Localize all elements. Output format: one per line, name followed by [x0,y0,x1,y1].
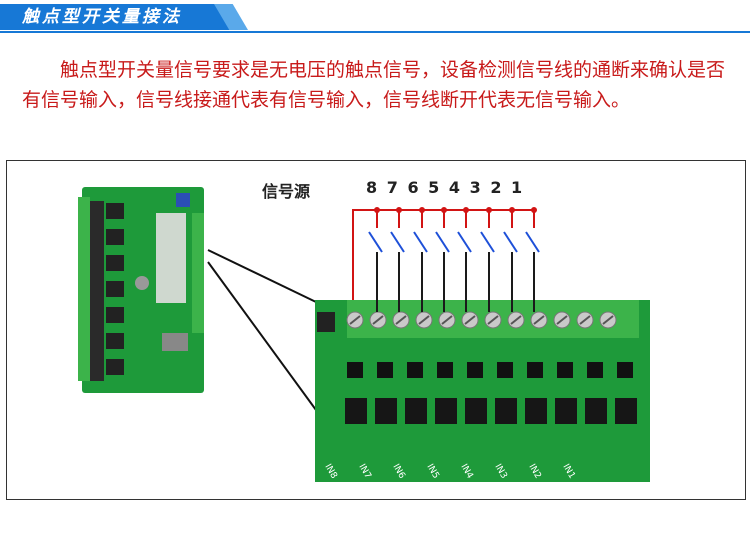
resistor [557,362,573,378]
screw-slot [602,315,614,325]
resistor [497,362,513,378]
screw-slot [395,315,407,325]
optocoupler [495,398,517,424]
optocoupler [615,398,637,424]
screw-slot [418,315,430,325]
optocoupler [375,398,397,424]
terminal-column-right [192,213,204,333]
terminal-column-left [78,197,90,381]
board-overview-image [78,187,204,393]
optocoupler [555,398,577,424]
screw-slot [510,315,522,325]
resistor [527,362,543,378]
header-tab [0,4,240,30]
channel-number: 2 [490,178,502,197]
signal-source-label: 信号源 [262,182,311,201]
screw-slot [372,315,384,325]
junction-dot [396,207,402,213]
switch-contact [503,231,518,253]
optocoupler [585,398,607,424]
switch-contact [525,231,540,253]
junction-dot [531,207,537,213]
junction-dot [419,207,425,213]
channel-number: 8 [366,178,378,197]
channel-number: 4 [448,178,461,197]
optocoupler [345,398,367,424]
optocoupler [405,398,427,424]
resistor [437,362,453,378]
screw-slot [441,315,453,325]
optocouplers [345,362,637,424]
switch-contact [413,231,428,253]
section-title: 触点型开关量接法 [22,7,182,27]
screw-slot [556,315,568,325]
optocoupler [435,398,457,424]
switch-contact [368,231,383,253]
optocoupler [525,398,547,424]
resistor [467,362,483,378]
description-text: 触点型开关量信号要求是无电压的触点信号，设备检测信号线的通断来确认是否有信号输入… [22,59,726,111]
header-underline [0,31,750,33]
channel-number: 6 [407,178,419,197]
chips [135,193,190,351]
screw-slot [533,315,545,325]
switch-contact [390,231,405,253]
channel-number: 7 [386,178,398,197]
junction-dot [441,207,447,213]
screw-slot [464,315,476,325]
relay-column [90,201,104,381]
optocoupler [465,398,487,424]
resistor [407,362,423,378]
switch-contact [480,231,495,253]
junction-dot [486,207,492,213]
resistor [377,362,393,378]
junction-dot [463,207,469,213]
screw-slot [487,315,499,325]
channel-number: 3 [469,178,481,197]
channel-number: 5 [428,178,440,197]
terminal-screws [346,311,617,329]
screw-slot [579,315,591,325]
switch-contact [435,231,450,253]
junction-dot [509,207,515,213]
channel-number: 1 [511,178,523,197]
relays [106,203,124,375]
resistor [587,362,603,378]
section-header: 触点型开关量接法 [0,0,750,40]
resistor [347,362,363,378]
switch-contact [457,231,472,253]
resistor [617,362,633,378]
screw-slot [349,315,361,325]
channel-numbers: 8 7 6 5 4 3 2 1 [366,178,522,197]
junction-dot [374,207,380,213]
